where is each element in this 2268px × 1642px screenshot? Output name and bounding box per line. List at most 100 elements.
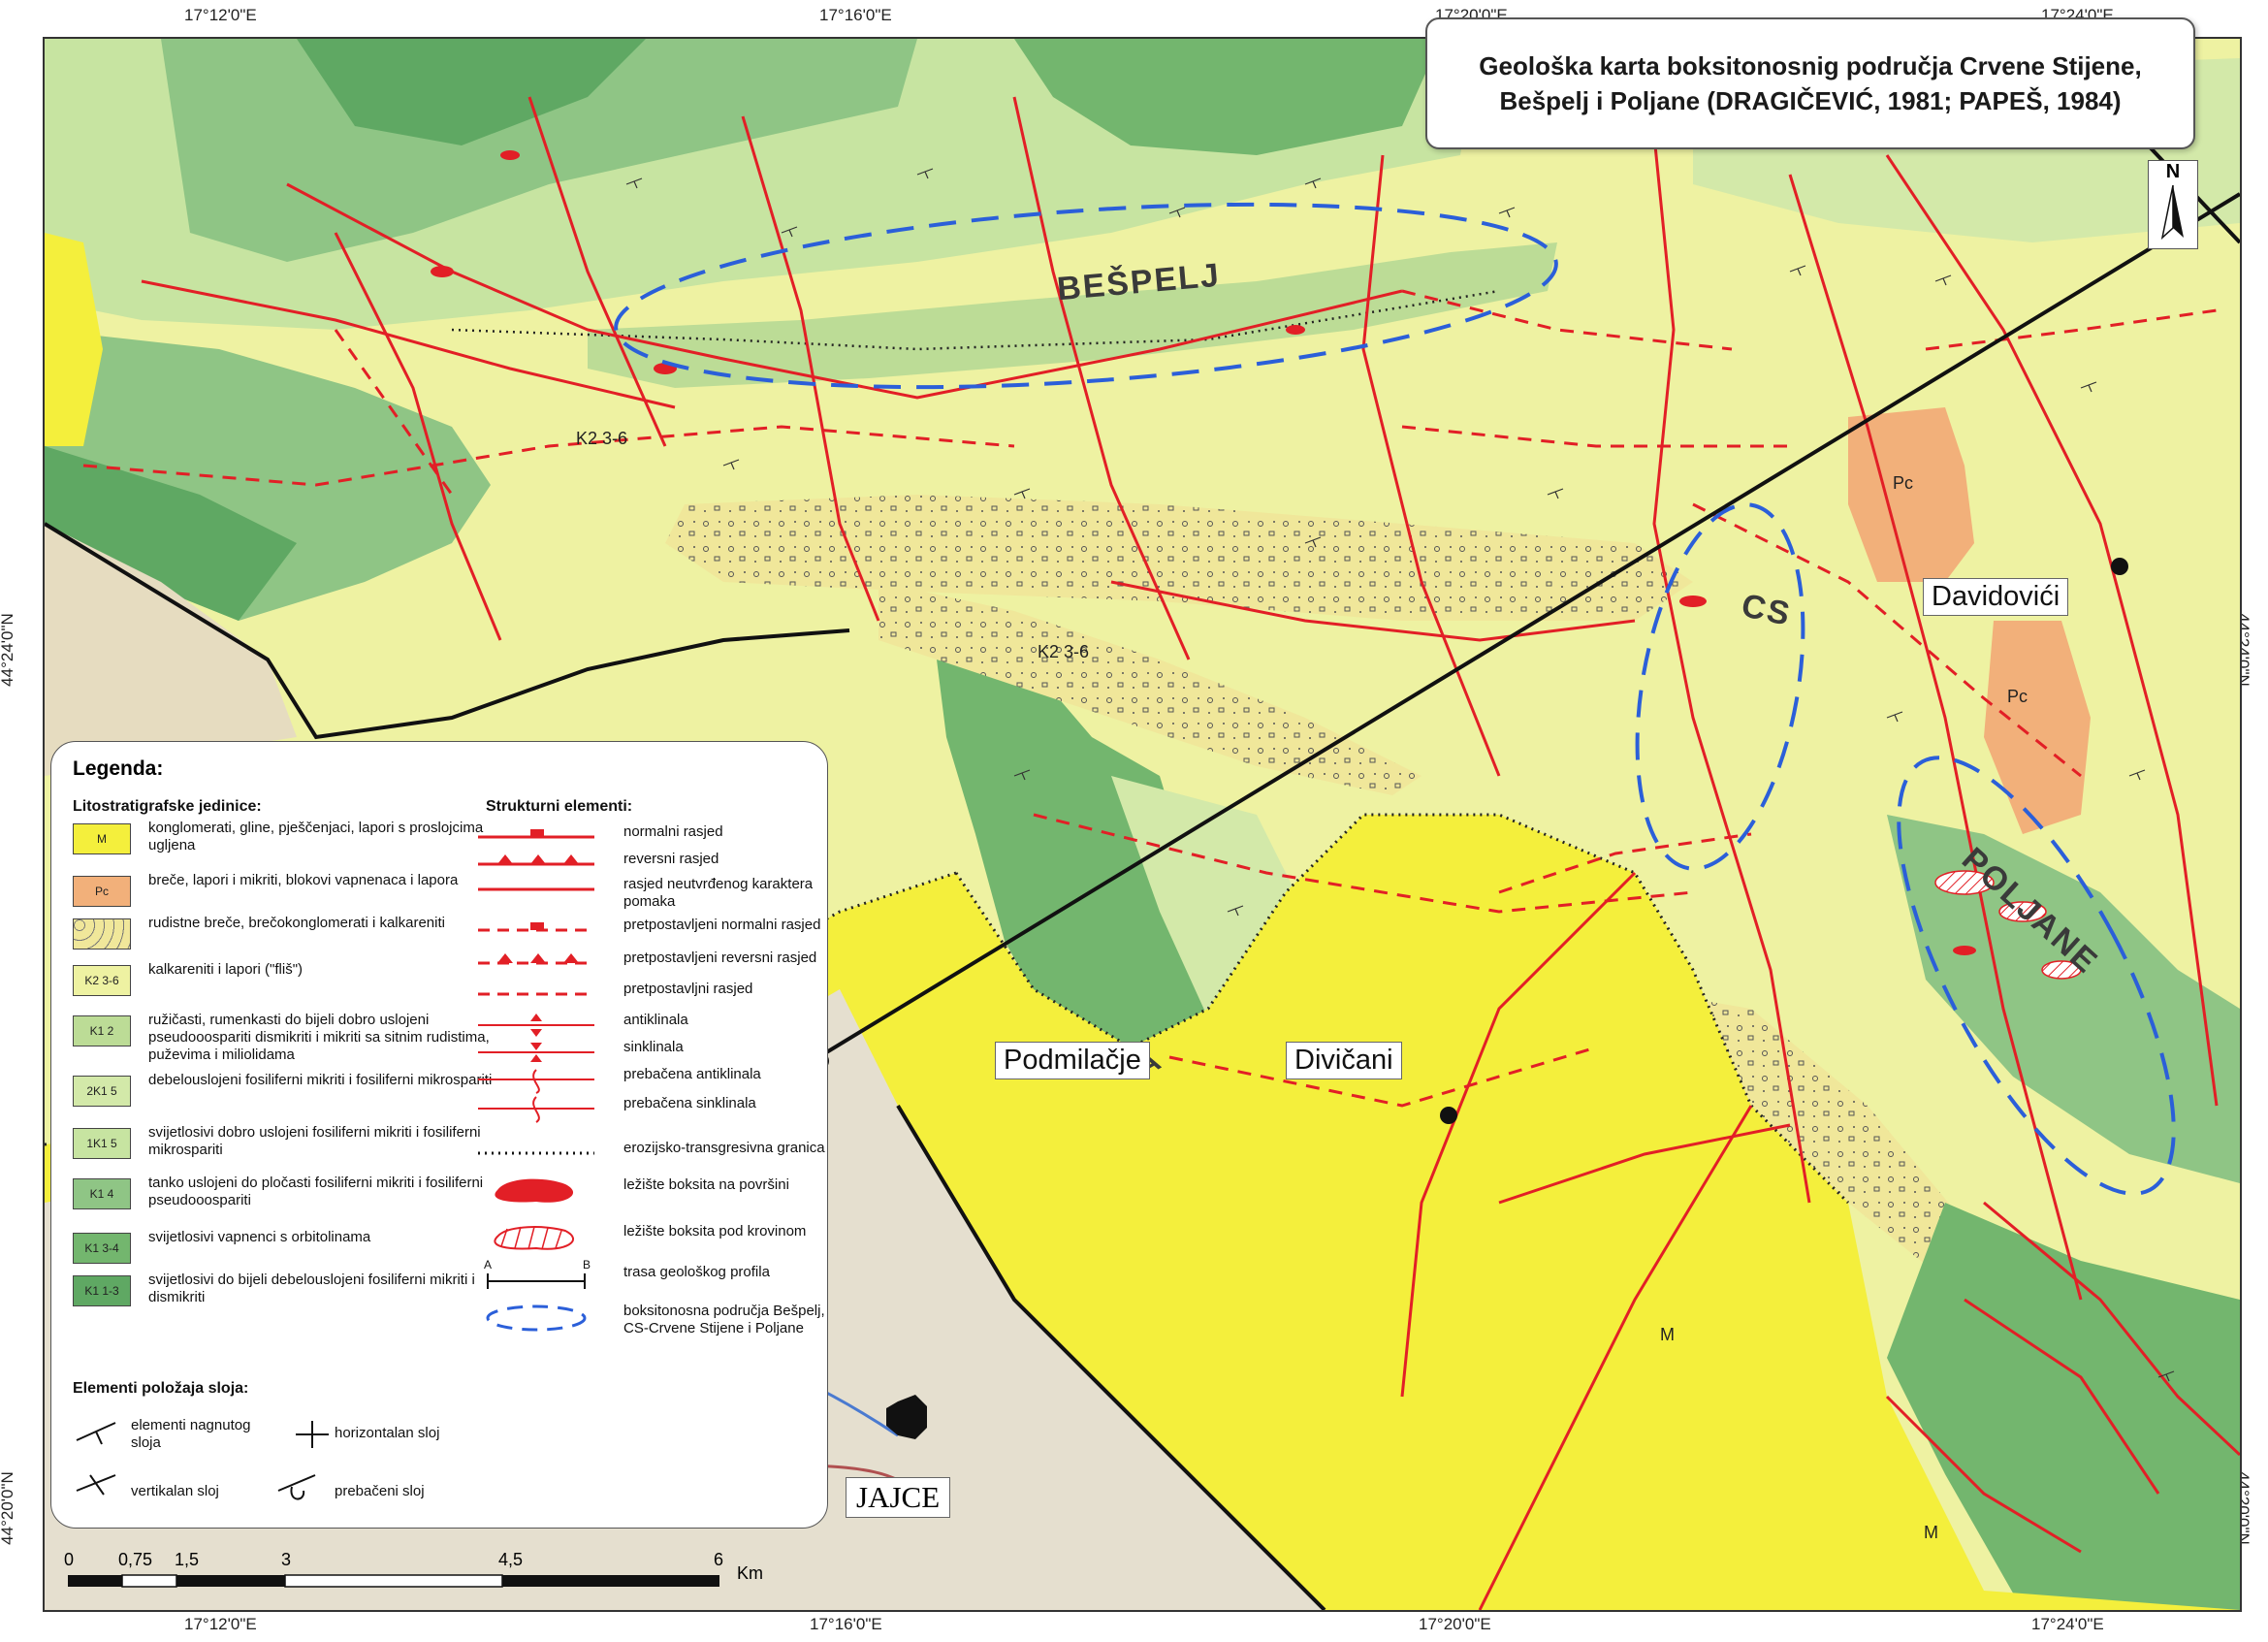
legend-title: Legenda: xyxy=(73,757,164,780)
legend-lithology-text: tanko uslojeni do pločasti fosiliferni m… xyxy=(148,1175,484,1208)
unit-pc-1 xyxy=(1848,407,1974,582)
legend-lithology-swatch xyxy=(73,918,131,950)
profile-line xyxy=(804,192,2240,1067)
coord-bottom-4: 17°24'0"E xyxy=(2031,1615,2104,1633)
legend-lithology-swatch: Pc xyxy=(73,876,131,907)
map-title: Geološka karta boksitonosnig područja Cr… xyxy=(1425,17,2195,149)
map-title-line-1: Geološka karta boksitonosnig područja Cr… xyxy=(1479,51,2142,80)
map-label-pc-2: Pc xyxy=(2007,687,2028,706)
legend-structural-text: erozijsko-transgresivna granica xyxy=(623,1140,825,1156)
map-label-pc-1: Pc xyxy=(1893,473,1914,493)
scale-tick-label: 0 xyxy=(64,1550,75,1569)
map-label-m-1: M xyxy=(1660,1325,1675,1344)
legend-structural-row: ležište boksita na površini xyxy=(478,1176,827,1206)
unit-k1-13-north xyxy=(297,39,646,145)
legend-structural-symbol-icon xyxy=(478,1069,594,1094)
legend-structural-row: sinklinala xyxy=(478,1039,827,1068)
legend-lithology-text: svijetlosivi do bijeli debelouslojeni fo… xyxy=(148,1272,475,1305)
legend-structural-text: pretpostavljeni reversni rasjed xyxy=(623,950,817,966)
coord-top-1: 17°12'0"E xyxy=(184,6,257,24)
scale-tick-label: 3 xyxy=(281,1550,292,1569)
unit-k1-34-north xyxy=(1014,39,1441,155)
position-dipping: elementi nagnutog sloja xyxy=(131,1417,251,1451)
legend-structural-row: reversni rasjed xyxy=(478,851,827,880)
legend-structural-symbol-icon xyxy=(478,1043,594,1062)
legend-lithology-text: svijetlosivi vapnenci s orbitolinama xyxy=(148,1229,371,1245)
legend-lithology-text: rudistne breče, brečokonglomerati i kalk… xyxy=(148,915,445,931)
divicani-point xyxy=(1440,1107,1457,1124)
davidovici-point xyxy=(2111,558,2128,575)
area-outline-bespelj xyxy=(614,202,1558,390)
scale-tick-label: 4,5 xyxy=(498,1550,524,1569)
legend-position-heading: Elementi položaja sloja: xyxy=(73,1380,249,1397)
unit-m-west xyxy=(45,233,103,446)
vertical-symbol-icon xyxy=(76,1474,116,1496)
legend-lithology-swatch: K1 2 xyxy=(73,1015,131,1046)
legend-lithology-text: ružičasti, rumenkasti do bijeli dobro us… xyxy=(148,1012,490,1063)
legend-structural-symbol-icon xyxy=(478,992,594,996)
scale-unit: Km xyxy=(737,1563,763,1583)
legend-structural-text: ležište boksita na površini xyxy=(623,1176,789,1193)
legend-structural-row: pretpostavljni rasjed xyxy=(478,981,827,1010)
legend-structural-text: prebačena antiklinala xyxy=(623,1066,761,1082)
north-label: N xyxy=(2165,161,2181,182)
legend-structural-text: prebačena sinklinala xyxy=(623,1095,756,1111)
scale-tick-label: 1,5 xyxy=(175,1550,200,1569)
unit-k1-2-bespelj xyxy=(588,242,1557,388)
area-outline-cs xyxy=(1635,502,1805,871)
unit-rudist-breccia-2 xyxy=(878,582,1421,795)
scale-bar-graphic xyxy=(68,1574,719,1588)
legend-lithology-heading: Litostratigrafske jedinice: xyxy=(73,798,262,815)
dip-symbol-icon xyxy=(76,1422,116,1445)
legend-lithology-row: Pc breče, lapori i mikriti, blokovi vapne… xyxy=(73,872,499,915)
legend-lithology-swatch: 2K1 5 xyxy=(73,1076,131,1107)
legend-lithology-row: K2 3-6 kalkareniti i lapori ("fliš") xyxy=(73,961,499,1004)
legend-structural-text: rasjed neutvrđenog karaktera pomaka xyxy=(623,876,814,910)
legend-structural-row: ležište boksita pod krovinom xyxy=(478,1223,827,1252)
unit-rudist-breccia-1 xyxy=(665,495,1693,621)
position-overturned: prebačeni sloj xyxy=(335,1483,425,1499)
unit-pc-2 xyxy=(1984,621,2091,834)
area-outline-poljane xyxy=(1897,756,2176,1196)
place-jajce: JAJCE xyxy=(846,1477,951,1518)
legend-structural-row: boksitonosna područja Bešpelj, CS-Crvene… xyxy=(478,1303,827,1336)
coord-bottom-2: 17°16'0"E xyxy=(810,1615,882,1633)
legend-structural-symbol-icon xyxy=(478,1151,594,1155)
fault-lines xyxy=(141,96,2240,1610)
legend-lithology-swatch: K1 4 xyxy=(73,1178,131,1209)
legend-lithology-text: breče, lapori i mikriti, blokovi vapnena… xyxy=(148,872,459,888)
topo-west xyxy=(45,524,297,776)
north-arrow: N xyxy=(2148,160,2198,249)
legend-structural-row: antiklinala xyxy=(478,1012,827,1041)
legend-structural-symbol-icon xyxy=(478,887,594,891)
overturned-symbol-icon xyxy=(277,1474,316,1500)
legend-lithology-swatch: K2 3-6 xyxy=(73,965,131,996)
place-divicani: Divičani xyxy=(1286,1042,1402,1079)
legend-structural-text: antiklinala xyxy=(623,1012,688,1028)
legend-structural-row: pretpostavljeni normalni rasjed xyxy=(478,917,827,946)
unit-k1-central xyxy=(937,660,1247,1067)
map-label-k2-1: K2 3-6 xyxy=(576,429,628,448)
horizontal-symbol-icon xyxy=(296,1421,329,1448)
dip-symbols xyxy=(625,168,2175,1382)
map-border-west xyxy=(45,522,850,740)
legend-lithology-text: kalkareniti i lapori ("fliš") xyxy=(148,961,303,978)
bauxite-covered xyxy=(1934,870,2082,980)
legend-structural-symbol-icon xyxy=(487,1273,586,1289)
map-border-south xyxy=(896,1104,1326,1610)
position-horizontal: horizontalan sloj xyxy=(335,1425,440,1441)
legend-structural-text: boksitonosna područja Bešpelj, CS-Crvene… xyxy=(623,1303,825,1336)
coord-bottom-3: 17°20'0"E xyxy=(1419,1615,1491,1633)
legend-structural-symbol-icon xyxy=(478,829,594,839)
legend-structural-text: normalni rasjed xyxy=(623,823,723,840)
legend-structural-row: rasjed neutvrđenog karaktera pomaka xyxy=(478,876,827,910)
legend-lithology-swatch: 1K1 5 xyxy=(73,1128,131,1159)
legend-lithology-row: K1 2 ružičasti, rumenkasti do bijeli dobr… xyxy=(73,1012,499,1063)
unit-k1-poljane xyxy=(1887,815,2240,1183)
legend-structural-text: ležište boksita pod krovinom xyxy=(623,1223,807,1240)
map-title-line-2: Bešpelj i Poljane (DRAGIČEVIĆ, 1981; PAP… xyxy=(1499,86,2122,115)
coord-top-2: 17°16'0"E xyxy=(819,6,892,24)
